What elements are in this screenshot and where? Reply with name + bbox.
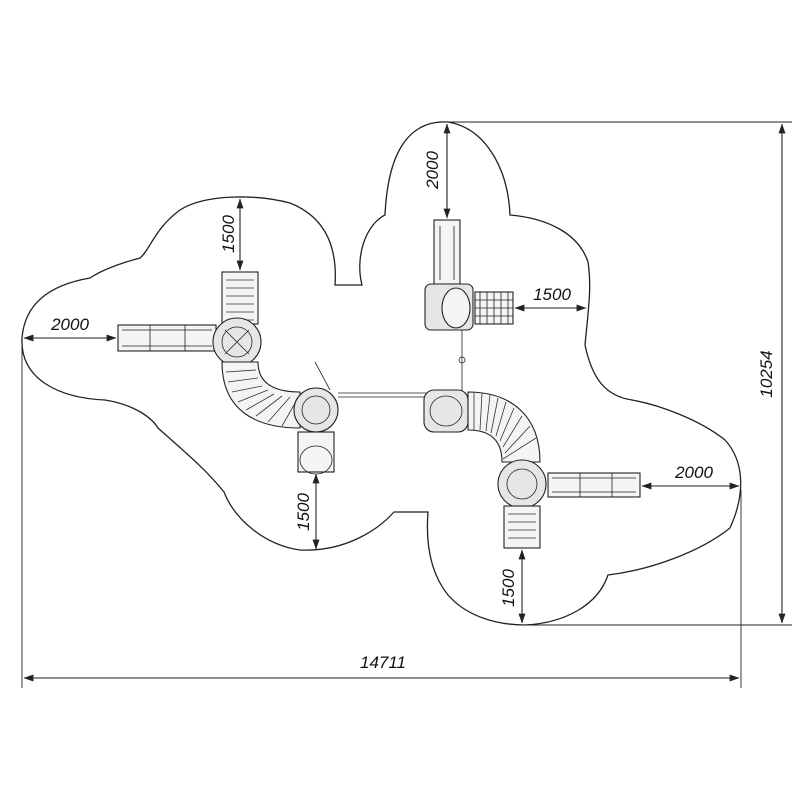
clearance-right-east-lower-label: 2000 [674,463,713,482]
clearance-right-bottom-label: 1500 [499,569,518,607]
right-lower-tower [497,459,547,509]
connecting-bridge [338,392,428,398]
left-slide-south [297,431,335,473]
clearance-left-bottom-label: 1500 [294,493,313,531]
right-slide-north [433,219,461,285]
overall-height-dimension: 10254 [448,121,792,626]
clearance-left-west-label: 2000 [50,315,89,334]
left-slide-north [221,271,259,325]
overall-height-label: 10254 [757,350,776,397]
clearance-left-top-label: 1500 [219,215,238,253]
overall-width-label: 14711 [360,653,406,672]
right-slide-south [503,505,541,549]
clearance-left-top: 1500 [219,198,244,271]
right-walkway-east [547,472,641,498]
clearance-right-top: 2000 [423,123,451,219]
left-play-structure [117,271,339,475]
clearance-left-bottom: 1500 [294,473,320,550]
safety-zone-outline [21,121,742,626]
left-tunnel-tower [293,387,339,433]
clearance-right-bottom: 1500 [499,549,526,624]
right-play-structure [423,219,641,549]
overall-width-dimension: 14711 [21,340,742,688]
right-curved-tube [467,391,541,463]
left-curved-tube [221,361,301,429]
left-walkway-west [117,324,217,352]
clearance-right-east-upper-label: 1500 [533,285,571,304]
clearance-right-east-lower: 2000 [641,463,740,490]
clearance-right-east-upper: 1500 [514,285,587,312]
clearance-left-west: 2000 [23,315,117,342]
clearance-right-top-label: 2000 [423,151,442,190]
